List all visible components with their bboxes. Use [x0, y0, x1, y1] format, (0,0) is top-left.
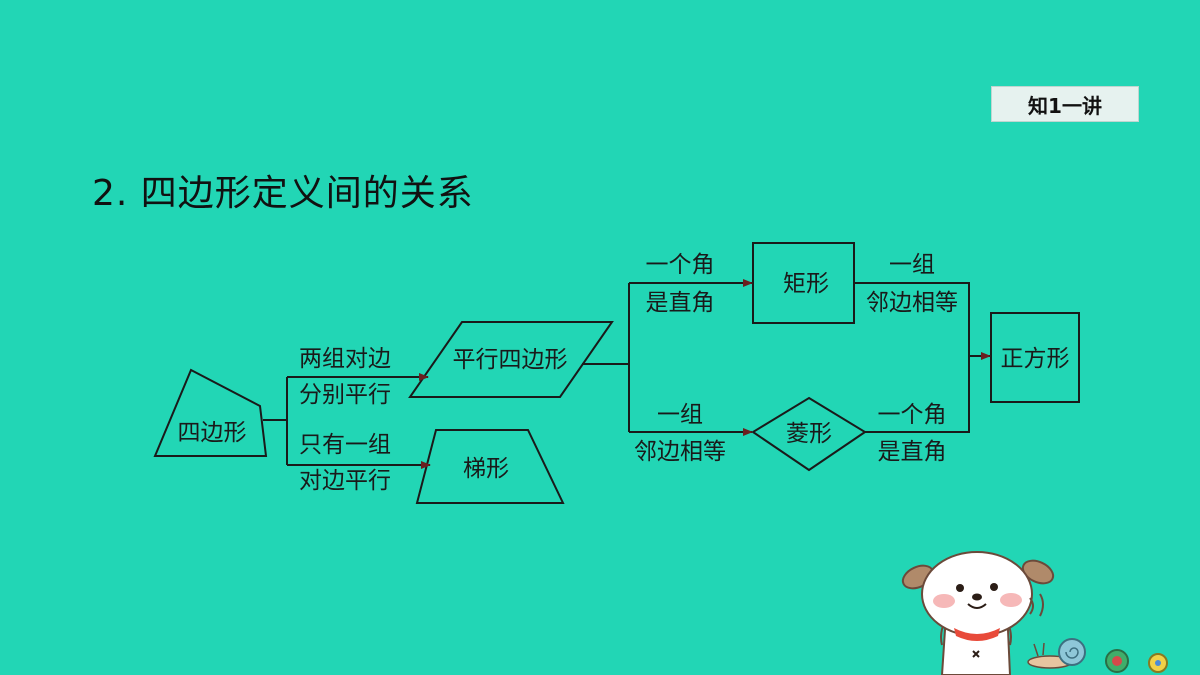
edge-label-para-to-rhombus-2: 邻边相等 [634, 439, 726, 465]
edge-label-rhombus-to-square-1: 一个角 [878, 402, 947, 428]
quadrilateral-shape [153, 368, 268, 457]
label-rectangle: 矩形 [783, 271, 829, 297]
edge-label-rhombus-to-square-2: 是直角 [878, 439, 947, 465]
edge-label-para-to-rect-1: 一个角 [646, 252, 715, 278]
edge-label-to-trapezoid-2: 对边平行 [299, 468, 391, 494]
edge-label-to-parallelogram-2: 分别平行 [299, 382, 391, 408]
rhombus-shape [751, 396, 867, 472]
edge-label-para-to-rect-2: 是直角 [646, 290, 715, 316]
edge-label-rect-to-square-2: 邻边相等 [866, 290, 958, 316]
edge-label-para-to-rhombus-1: 一组 [657, 402, 703, 428]
parallelogram-shape [408, 321, 614, 398]
label-quadrilateral: 四边形 [178, 420, 247, 446]
page-title: 2. 四边形定义间的关系 [92, 173, 474, 214]
edge-label-to-trapezoid-1: 只有一组 [299, 432, 391, 458]
label-square: 正方形 [1001, 346, 1070, 372]
edge-label-to-parallelogram-1: 两组对边 [299, 346, 391, 372]
label-rhombus: 菱形 [786, 421, 832, 447]
lecture-badge: 知1一讲 [991, 86, 1139, 122]
label-trapezoid: 梯形 [463, 456, 509, 482]
edge-label-rect-to-square-1: 一组 [889, 252, 935, 278]
label-parallelogram: 平行四边形 [453, 347, 568, 373]
square-shape [990, 312, 1080, 403]
trapezoid-shape [415, 429, 565, 504]
connector-rect-to-square [854, 282, 970, 356]
connector-rhombus-to-square [865, 356, 970, 433]
